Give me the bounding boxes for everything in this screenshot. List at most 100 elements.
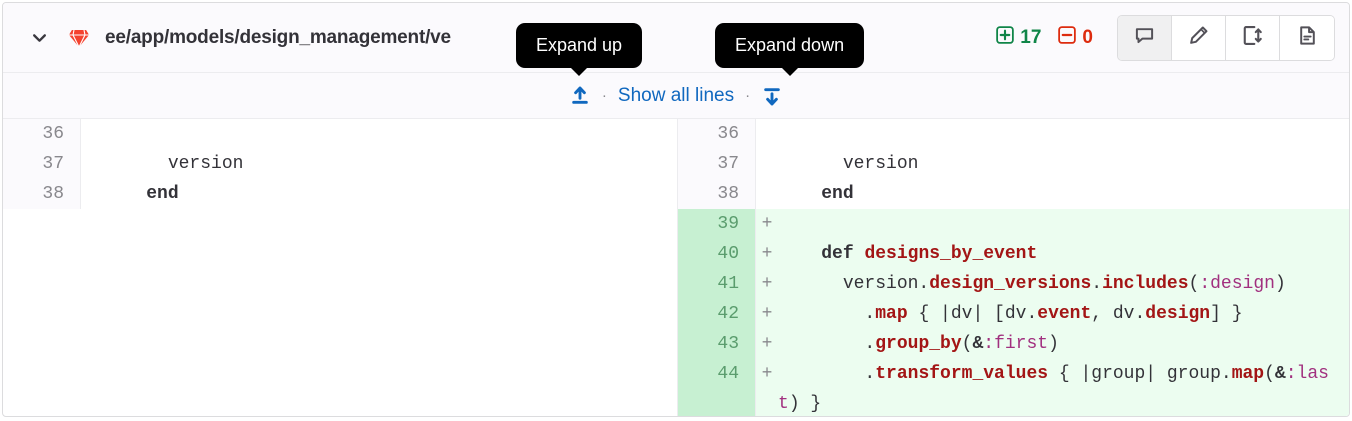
code-token: { |group| group. [1048, 364, 1232, 384]
removed-count: 0 [1082, 26, 1093, 48]
show-all-lines-link[interactable]: Show all lines [617, 84, 735, 106]
code-line: 43+ .group_by(&:first) [678, 329, 1349, 359]
line-number[interactable]: 42 [678, 299, 756, 329]
diff-sign: + [756, 329, 778, 359]
file-actions-group [1117, 14, 1335, 61]
code-content: end [778, 179, 1349, 209]
diff-sign [756, 179, 778, 209]
added-count: 17 [1020, 26, 1042, 48]
expand-up-icon[interactable] [569, 85, 591, 107]
code-token: ) [1274, 274, 1286, 294]
code-line: 38 end [678, 179, 1349, 209]
view-file-button[interactable] [1280, 15, 1334, 60]
code-token: :first [983, 334, 1049, 354]
code-content [778, 209, 1349, 239]
removed-lines-stat: 0 [1058, 25, 1093, 50]
line-number[interactable]: 44 [678, 359, 756, 416]
diff-sign [81, 119, 103, 149]
chevron-down-icon[interactable] [27, 26, 51, 50]
code-token [778, 244, 821, 264]
separator-dot-right: · [745, 87, 751, 104]
code-token: . [778, 304, 876, 324]
line-number[interactable]: 41 [678, 269, 756, 299]
code-token: ( [1188, 274, 1200, 294]
diff-sign: + [756, 209, 778, 239]
code-token: . [778, 364, 876, 384]
minus-square-icon [1058, 25, 1077, 50]
file-compare-icon [1242, 25, 1263, 51]
separator-dot-left: · [601, 87, 607, 104]
expand-down-icon[interactable] [761, 85, 783, 107]
code-line: 40+ def designs_by_event [678, 239, 1349, 269]
line-number[interactable]: 37 [678, 149, 756, 179]
code-line: 36 [3, 119, 677, 149]
line-number[interactable]: 37 [3, 149, 81, 179]
code-token: end [821, 184, 854, 204]
code-content: def designs_by_event [778, 239, 1349, 269]
code-token: def [821, 244, 854, 264]
tooltip-expand-down: Expand down [715, 23, 865, 76]
expand-lines-bar: · Show all lines · [3, 73, 1349, 119]
diff-pane-old: 36 37 version 38 end [3, 119, 677, 416]
ruby-gem-icon [67, 26, 91, 50]
code-line: 37 version [678, 149, 1349, 179]
pencil-icon [1188, 25, 1209, 51]
tooltip-expand-up: Expand up [516, 23, 643, 76]
plus-square-icon [996, 25, 1015, 50]
code-token: version [103, 154, 244, 174]
code-content [103, 119, 677, 149]
file-document-icon [1297, 25, 1318, 51]
code-token: ( [961, 334, 973, 354]
code-content: version.design_versions.includes(:design… [778, 269, 1349, 299]
code-token: & [972, 334, 984, 354]
code-content [778, 119, 1349, 149]
code-token: { |dv| [dv. [907, 304, 1038, 324]
edit-button[interactable] [1172, 15, 1226, 60]
code-token: version [778, 154, 919, 174]
code-token: ) [1048, 334, 1059, 354]
line-number[interactable]: 36 [678, 119, 756, 149]
diff-sign [756, 149, 778, 179]
code-token: version. [778, 274, 930, 294]
code-token: :design [1199, 274, 1275, 294]
line-number[interactable]: 43 [678, 329, 756, 359]
comment-button[interactable] [1118, 15, 1172, 60]
code-token: . [778, 334, 876, 354]
code-token [103, 184, 146, 204]
diff-sign [81, 179, 103, 209]
line-number[interactable]: 36 [3, 119, 81, 149]
code-token: map [875, 304, 908, 324]
diff-stats: 17 0 [996, 25, 1093, 50]
added-lines-stat: 17 [996, 25, 1042, 50]
line-number[interactable]: 39 [678, 209, 756, 239]
diff-sign [756, 119, 778, 149]
code-content: version [103, 149, 677, 179]
diff-sign: + [756, 269, 778, 299]
line-number[interactable]: 40 [678, 239, 756, 269]
diff-sign: + [756, 299, 778, 329]
code-token: ) } [788, 394, 822, 414]
diff-sign [81, 149, 103, 179]
code-line: 36 [678, 119, 1349, 149]
code-line: 42+ .map { |dv| [dv.event, dv.design] } [678, 299, 1349, 329]
code-token: end [146, 184, 179, 204]
code-content: .map { |dv| [dv.event, dv.design] } [778, 299, 1349, 329]
code-token: group_by [875, 334, 962, 354]
code-content: version [778, 149, 1349, 179]
code-line: 41+ version.design_versions.includes(:de… [678, 269, 1349, 299]
code-line: 44+ .transform_values { |group| group.ma… [678, 359, 1349, 416]
code-token [854, 244, 865, 264]
code-token: ( [1264, 364, 1275, 384]
code-token: . [1091, 274, 1103, 294]
code-token [778, 184, 821, 204]
line-number[interactable]: 38 [3, 179, 81, 209]
code-content: end [103, 179, 677, 209]
code-token: designs_by_event [864, 244, 1038, 264]
compare-button[interactable] [1226, 15, 1280, 60]
diff-file-header: ee/app/models/design_management/ve 17 [3, 3, 1349, 73]
code-token: includes [1102, 274, 1189, 294]
line-number[interactable]: 38 [678, 179, 756, 209]
